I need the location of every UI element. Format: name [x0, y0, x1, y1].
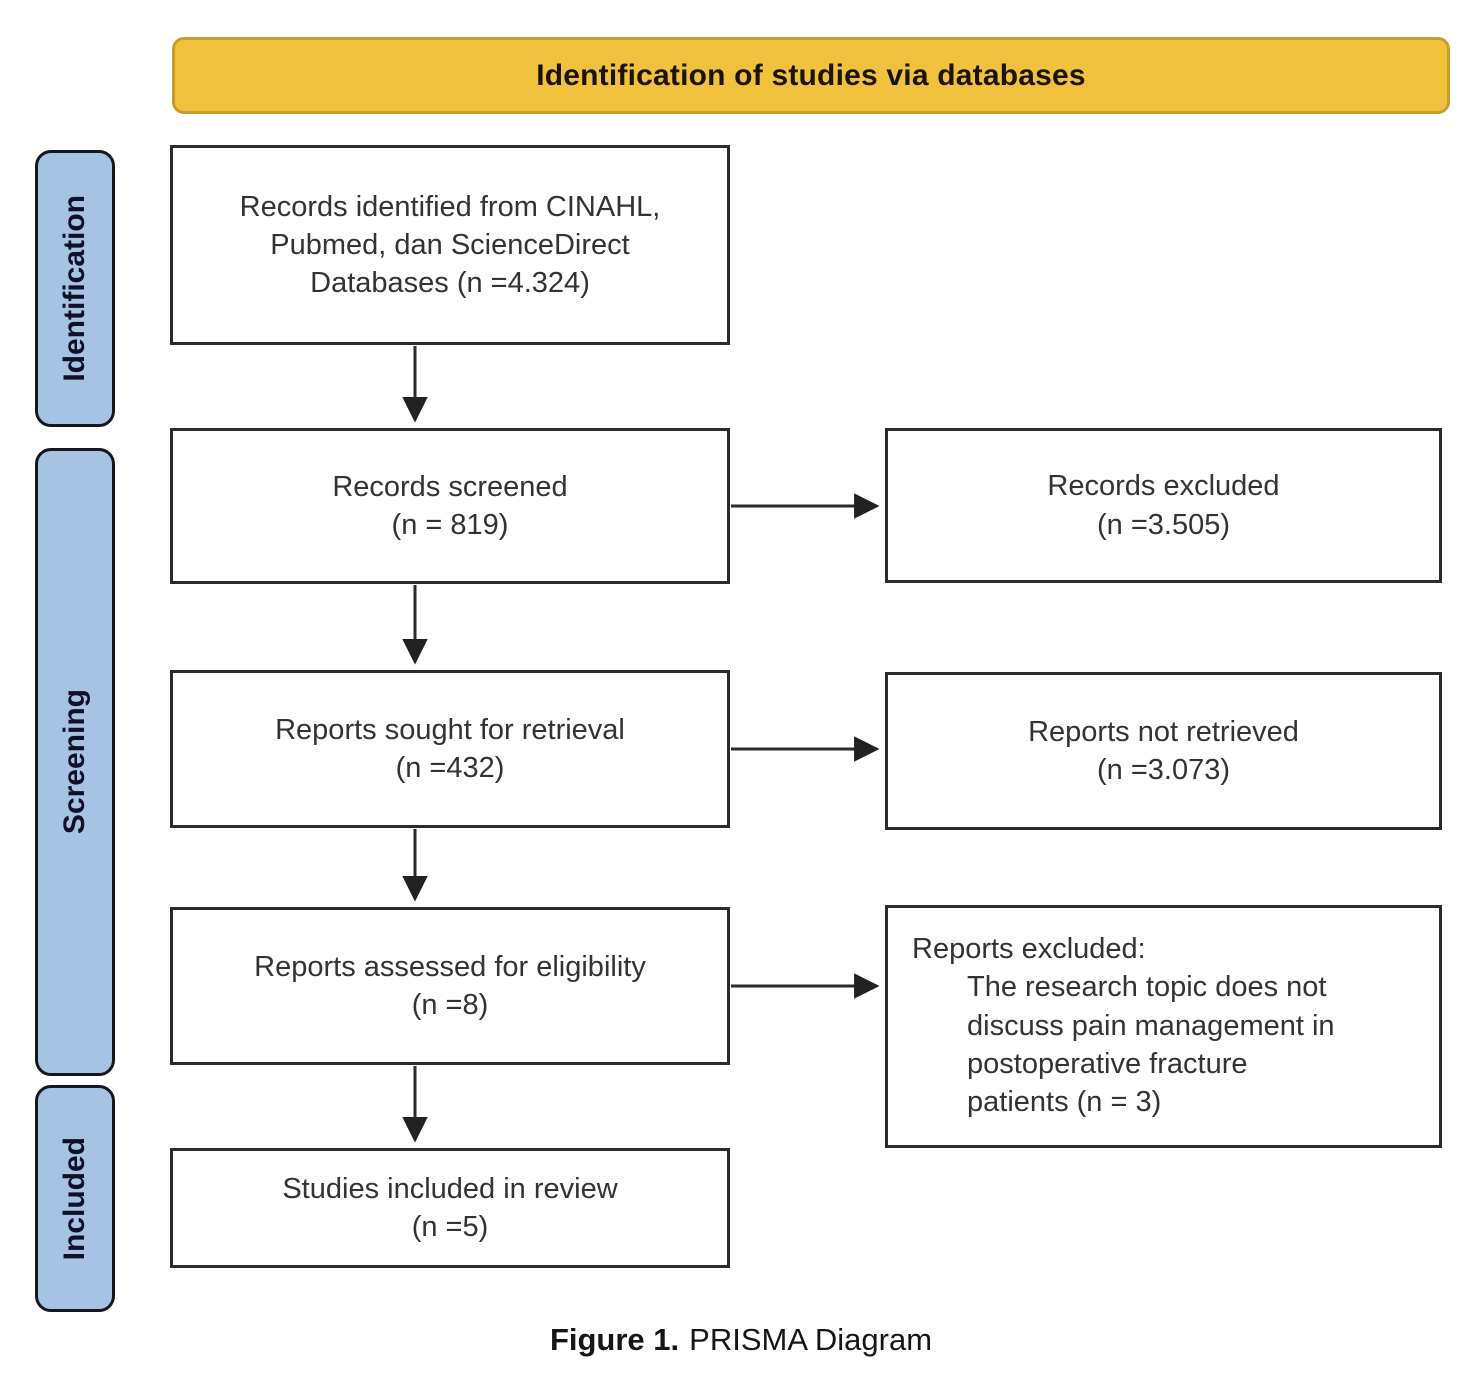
box-reports-sought: Reports sought for retrieval (n =432)	[170, 670, 730, 828]
box-records-screened: Records screened (n = 819)	[170, 428, 730, 584]
stage-identification-label: Identification	[58, 195, 91, 382]
box-records-excluded: Records excluded (n =3.505)	[885, 428, 1442, 583]
stage-included-label: Included	[58, 1136, 91, 1261]
figure-caption-label: Figure 1.	[549, 1322, 680, 1357]
stage-screening: Screening	[35, 448, 115, 1076]
stage-screening-label: Screening	[58, 689, 91, 835]
box-studies-included: Studies included in review (n =5)	[170, 1148, 730, 1268]
box-records-identified: Records identified from CINAHL, Pubmed, …	[170, 145, 730, 345]
box-reports-assessed: Reports assessed for eligibility (n =8)	[170, 907, 730, 1065]
box-reports-excluded-reason: Reports excluded: The research topic doe…	[885, 905, 1442, 1148]
stage-identification: Identification	[35, 150, 115, 427]
figure-caption-text: PRISMA Diagram	[689, 1322, 933, 1357]
figure-caption: Figure 1. PRISMA Diagram	[0, 1322, 1482, 1358]
box-reports-not-retrieved: Reports not retrieved (n =3.073)	[885, 672, 1442, 830]
banner-identification-of-studies: Identification of studies via databases	[172, 37, 1450, 114]
banner-title: Identification of studies via databases	[536, 58, 1086, 92]
stage-included: Included	[35, 1085, 115, 1312]
reports-excluded-detail: The research topic does not discuss pain…	[967, 971, 1335, 1119]
reports-excluded-title: Reports excluded:	[912, 933, 1146, 965]
